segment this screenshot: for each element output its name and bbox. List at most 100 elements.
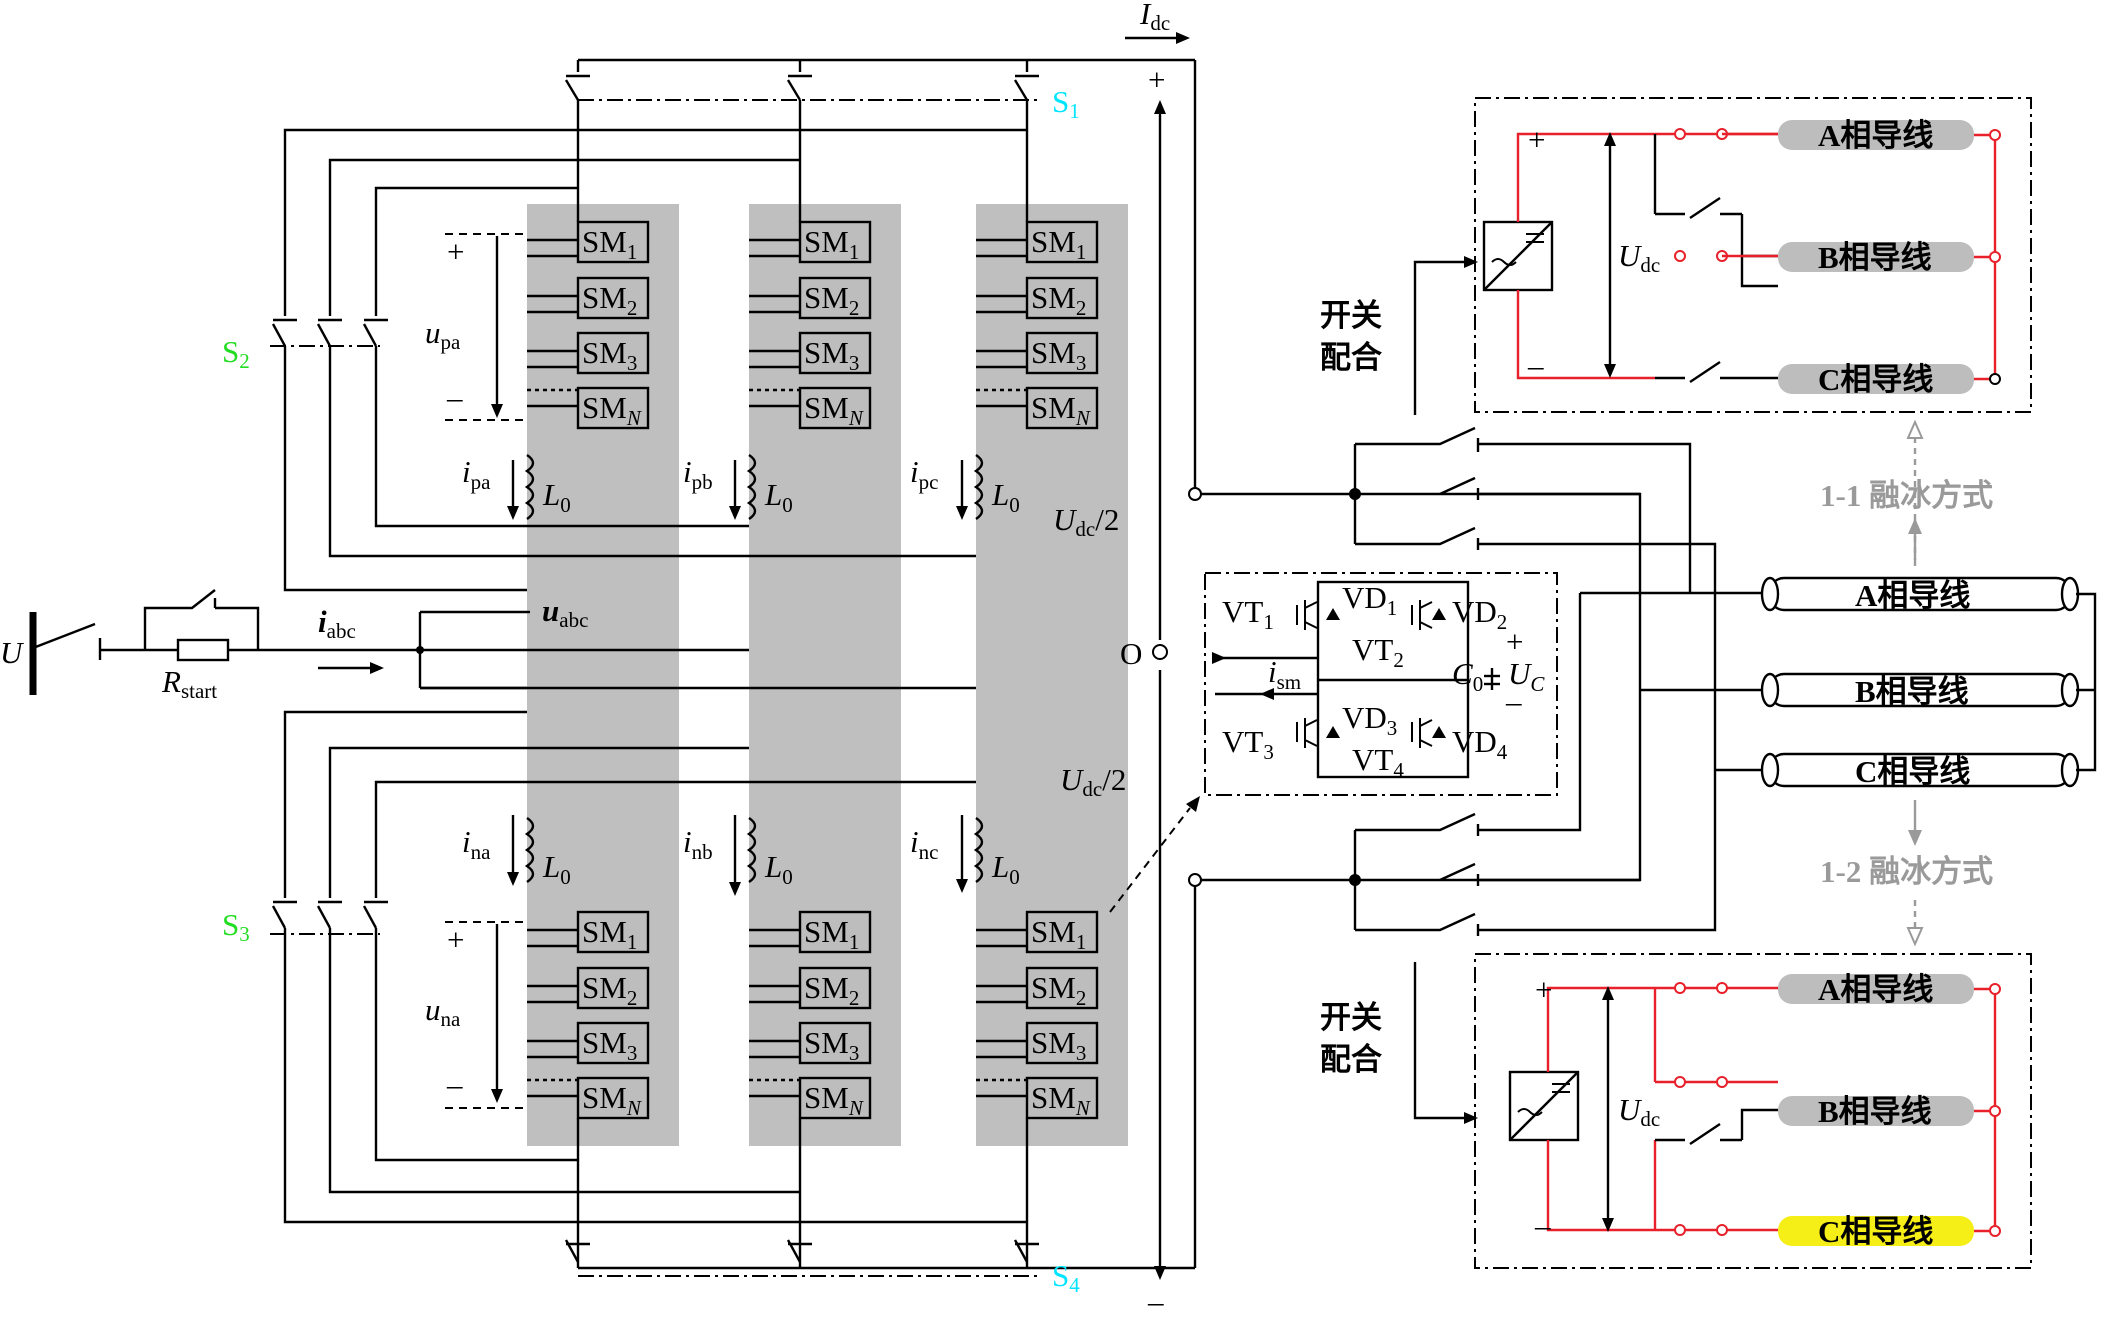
svg-text:S2: S2: [222, 334, 250, 373]
sm-label: SM1: [582, 224, 637, 264]
box11-minus: –: [1527, 348, 1544, 383]
sm-label: SM2: [1031, 970, 1086, 1010]
svg-text:Udc: Udc: [1618, 1092, 1660, 1131]
sm-label: SM2: [582, 280, 637, 320]
box12-minus: –: [1534, 1208, 1551, 1243]
arm-current-label: ipa: [462, 454, 491, 494]
method-indicators: [1906, 419, 1924, 947]
phase-c-upper-sms: [976, 220, 1099, 430]
midpoint-o: O: [1120, 636, 1142, 671]
vd3-label: VD3: [1342, 700, 1397, 740]
svg-text:una: una: [425, 992, 461, 1031]
phase-a-lower-sms: [527, 910, 650, 1120]
sm-label: SM3: [582, 1025, 637, 1065]
switch-coord-top-2: 配合: [1320, 340, 1382, 375]
svg-text:iabc: iabc: [318, 604, 356, 643]
inductor-label: L0: [991, 477, 1020, 517]
svg-text:S1: S1: [1052, 84, 1080, 123]
transmission-lines: [1760, 576, 2097, 788]
tl-phase-b: B相导线: [1855, 674, 1969, 709]
phase-b-lower-sms: [749, 910, 872, 1120]
una-plus: +: [447, 922, 464, 957]
dc-minus: –: [1147, 1284, 1164, 1319]
phase-b-upper-sms: [749, 220, 872, 430]
sm-label: SMN: [804, 390, 864, 430]
tl-phase-c: C相导线: [1855, 754, 1970, 789]
una-label: u: [425, 992, 441, 1027]
dc-plus: +: [1148, 62, 1165, 97]
upa-label: u: [425, 315, 441, 350]
sm-label: SM1: [1031, 914, 1086, 954]
switch-matrix: [1349, 426, 1770, 936]
arm-current-arrows: [507, 460, 968, 896]
vt3-label: VT3: [1222, 724, 1274, 764]
deicing-box-11: [1474, 97, 2032, 413]
sm-label: SM2: [1031, 280, 1086, 320]
arm-current-label: ipb: [683, 454, 713, 494]
phase-a-upper-sms: [527, 220, 650, 430]
idc-label: I: [1139, 0, 1152, 31]
sm-label: SM1: [1031, 224, 1086, 264]
switch-coord-top-1: 开关: [1320, 298, 1382, 333]
svg-text:Udc/2: Udc/2: [1060, 762, 1126, 801]
rstart-label: R: [161, 664, 181, 699]
box11-phase-c: C相导线: [1818, 362, 1933, 397]
tl-phase-a: A相导线: [1855, 578, 1970, 613]
una-minus: –: [446, 1067, 463, 1102]
switch-coord-bot-1: 开关: [1320, 1000, 1382, 1035]
box11-plus: +: [1528, 122, 1545, 157]
submodule-detail: [1109, 572, 1558, 913]
arm-current-label: ipc: [910, 454, 938, 494]
svg-text:upa: upa: [425, 315, 461, 354]
arm-inductors: [524, 454, 984, 883]
svg-text:Udc/2: Udc/2: [1053, 502, 1119, 541]
inductor-label: L0: [991, 849, 1020, 889]
svg-text:Rstart: Rstart: [161, 664, 217, 703]
sm-label: SM2: [582, 970, 637, 1010]
sm-label: SM3: [804, 335, 859, 375]
dc-bus-wiring: Idc + – O Udc/2 Udc/2: [564, 0, 1640, 1319]
sm-label: SM2: [804, 280, 859, 320]
box12-phase-c: C相导线: [1818, 1214, 1933, 1249]
sm-label: SM1: [582, 914, 637, 954]
svg-text:Udc: Udc: [1618, 238, 1660, 277]
source-label: U: [0, 635, 25, 670]
switch-coord-bot-2: 配合: [1320, 1042, 1382, 1077]
inductor-label: L0: [764, 477, 793, 517]
upa-plus: +: [447, 234, 464, 269]
uc-minus: –: [1505, 684, 1522, 719]
udc-half-upper: U: [1053, 502, 1078, 537]
sm-label: SM1: [804, 224, 859, 264]
switch-s1-label: S: [1052, 84, 1069, 119]
sm-label: SM2: [804, 970, 859, 1010]
vt4-label: VT4: [1352, 742, 1404, 782]
inductor-label: L0: [542, 477, 571, 517]
ac-phase-lines: uabc: [420, 593, 976, 690]
submodule-labels: SM1SM2SM3SMNSM1SM2SM3SMNSM1SM2SM3SMNSM1S…: [582, 224, 1091, 1120]
svg-text:S4: S4: [1052, 1258, 1080, 1297]
inductor-label: L0: [542, 849, 571, 889]
switch-coordination-arrows: [1413, 256, 1478, 1124]
switch-s2-label: S: [222, 334, 239, 369]
box12-plus: +: [1535, 972, 1552, 1007]
sm-label: SMN: [582, 390, 642, 430]
switch-s4-label: S: [1052, 1258, 1069, 1293]
deicing-box-12: [1474, 953, 2032, 1269]
iabc-label: i: [318, 604, 327, 639]
svg-text:uabc: uabc: [542, 593, 588, 632]
box11-phase-a: A相导线: [1818, 118, 1933, 153]
inductor-label: L0: [764, 849, 793, 889]
sm-label: SMN: [582, 1080, 642, 1120]
iabc-arrow: [370, 662, 384, 674]
vd1-label: VD1: [1342, 580, 1397, 620]
sm-label: SM3: [1031, 1025, 1086, 1065]
svg-text:S3: S3: [222, 907, 250, 946]
arm-current-label: inc: [910, 824, 938, 864]
sm-label: SMN: [804, 1080, 864, 1120]
method-11-label: 1-1 融冰方式: [1820, 478, 1993, 513]
sm-label: SM3: [804, 1025, 859, 1065]
